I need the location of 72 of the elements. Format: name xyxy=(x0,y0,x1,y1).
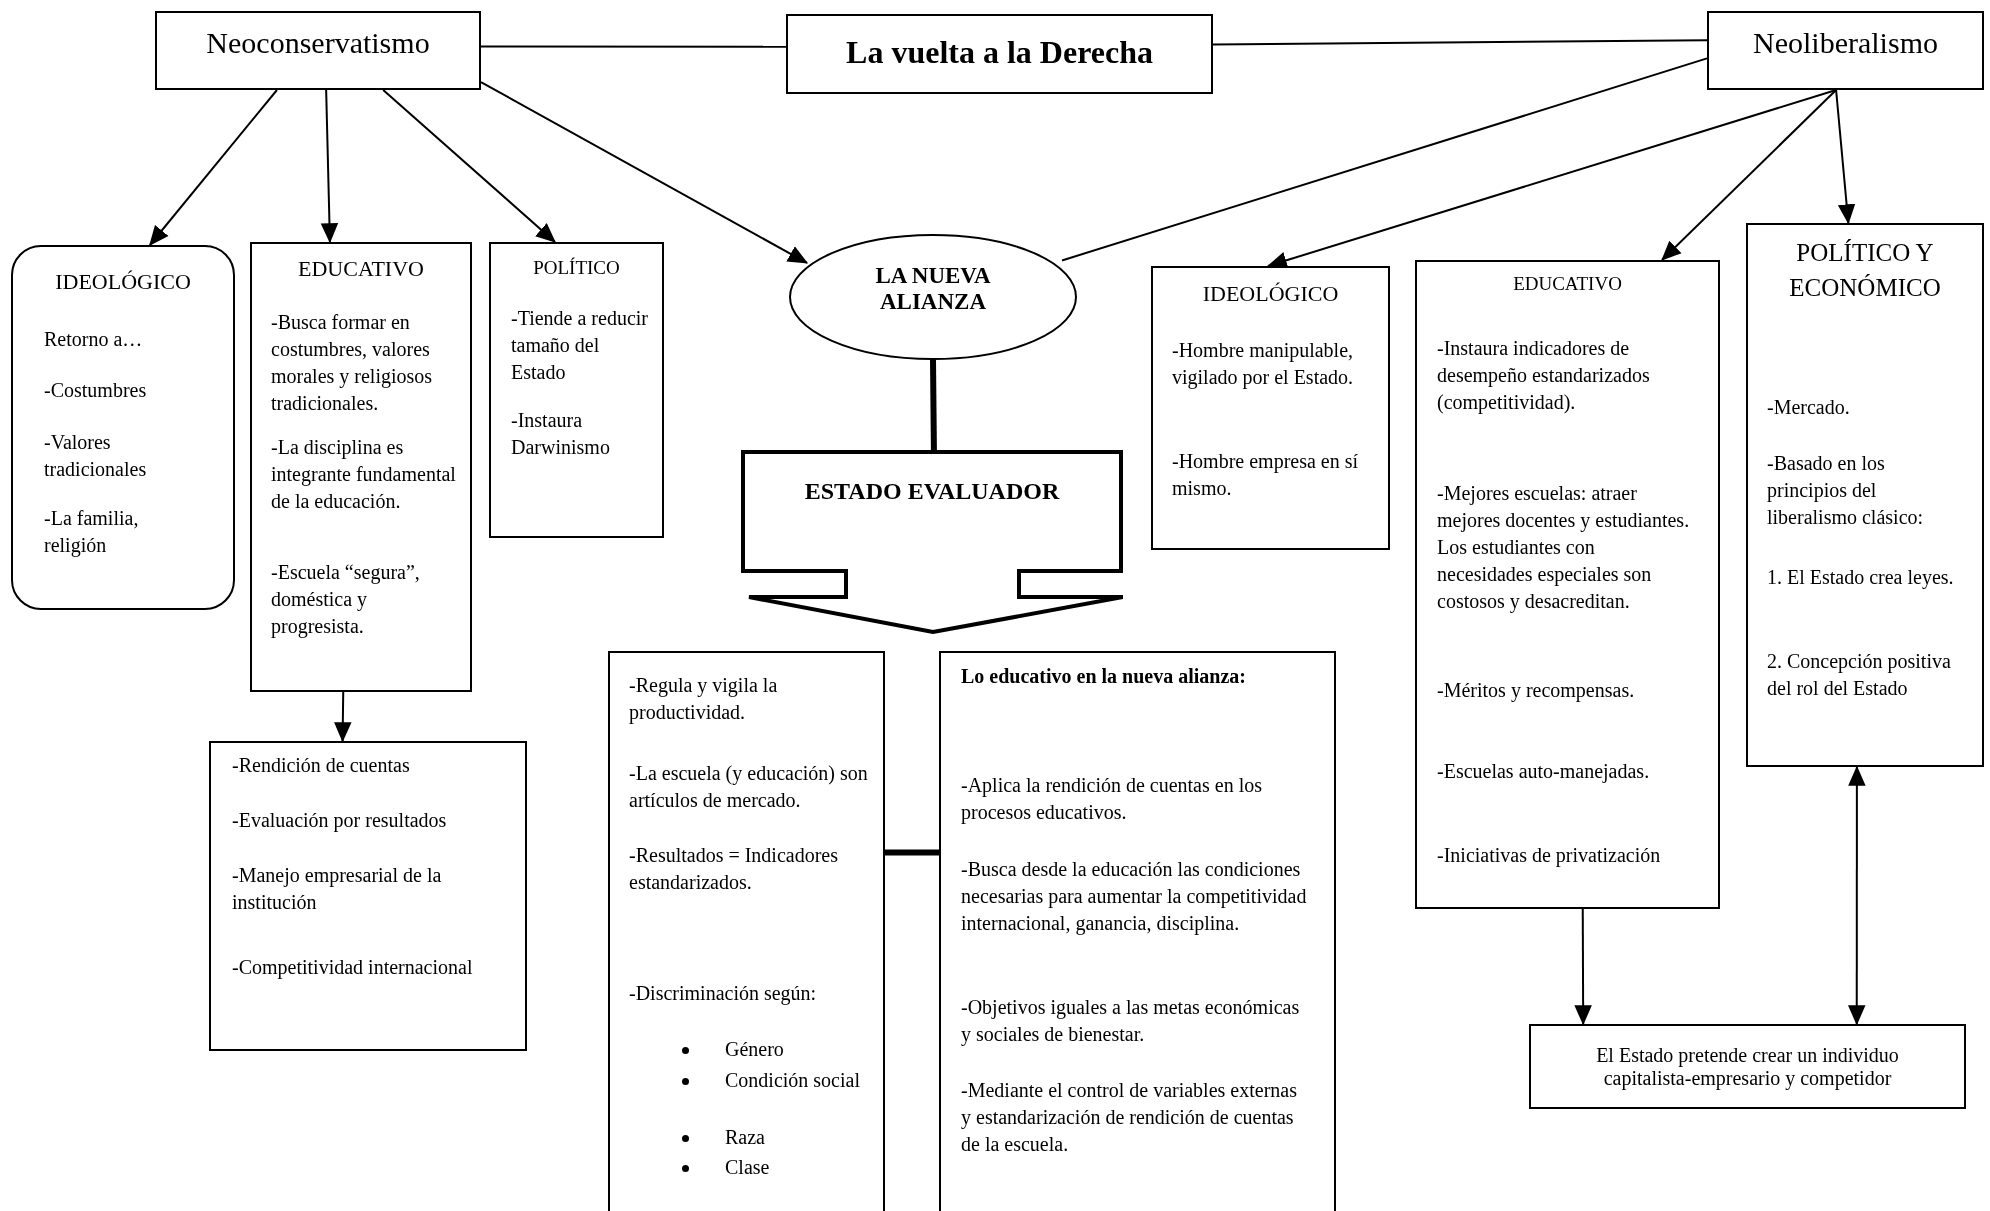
connector-arrow xyxy=(1848,765,1866,1026)
category-box xyxy=(250,242,472,692)
category-box xyxy=(11,245,235,610)
item-text: -Competitividad internacional xyxy=(232,955,474,981)
bullet-item-text: Género xyxy=(725,1037,785,1062)
state-arrow-shape: ESTADO EVALUADOR xyxy=(741,450,1123,634)
connector-line xyxy=(480,45,787,48)
item-text: -Discriminación según: xyxy=(629,981,818,1007)
title-box: La vuelta a la Derecha xyxy=(786,14,1213,94)
category-box xyxy=(1746,223,1984,767)
category-box xyxy=(1415,260,1720,909)
item-text: -Aplica la rendición de cuentas en los procesos educativos. xyxy=(961,773,1263,826)
item-text: -Resultados = Indicadores estandarizados. xyxy=(629,843,839,895)
heading: IDEOLÓGICO xyxy=(1201,280,1340,308)
item-text: -La escuela (y educación) son artículos de mercado. xyxy=(629,761,869,813)
item-text: -Regula y vigila la productividad. xyxy=(629,673,779,726)
item-text: -Mediante el control de variables externas y estandarización de rendición de cuentas de la escuela. xyxy=(961,1078,1298,1157)
connector-arrow xyxy=(320,89,339,244)
list-box xyxy=(608,651,885,1211)
list-box xyxy=(209,741,527,1051)
item-text: -Valores tradicionales xyxy=(44,430,148,482)
connector-arrow xyxy=(1661,89,1838,261)
connector-line xyxy=(1212,39,1708,46)
item-text: -Mejores escuelas: atraer mejores docentes y estudiantes. Los estudiantes con necesidades especiales son costosos y desacreditan. xyxy=(1437,481,1691,615)
topic-box: Neoconservatismo xyxy=(155,11,481,90)
item-text: -Instaura indicadores de desempeño estandarizados (competitividad). xyxy=(1437,336,1651,416)
connector-arrow xyxy=(480,81,809,264)
item-text: -Costumbres xyxy=(44,378,148,403)
bullet-item-text: Clase xyxy=(725,1155,771,1180)
connector-line xyxy=(885,849,939,856)
item-text: -Tiende a reducir tamaño del Estado xyxy=(511,306,648,385)
heading: EDUCATIVO xyxy=(297,255,425,283)
item-text: Retorno a… xyxy=(44,327,144,352)
bullet-item-text: Raza xyxy=(725,1125,766,1150)
item-text: -Evaluación por resultados xyxy=(232,808,448,834)
connector-arrow xyxy=(334,691,352,743)
item-text: -La familia, religión xyxy=(44,506,140,559)
item-text: 1. El Estado crea leyes. xyxy=(1767,565,1955,591)
item-text: -Escuela “segura”, doméstica y progresista. xyxy=(271,560,421,640)
item-text: -Rendición de cuentas xyxy=(232,753,411,778)
heading: EDUCATIVO xyxy=(1512,272,1623,296)
item-text: -Iniciativas de privatización xyxy=(1437,843,1662,869)
item-text: -Basado en los principios del liberalismo clásico: xyxy=(1767,451,1925,530)
item-text: -Objetivos iguales a las metas económicas y sociales de bienestar. xyxy=(961,995,1301,1048)
heading: Lo educativo en la nueva alianza: xyxy=(961,664,1247,689)
conclusion-box: El Estado pretende crear un individuo capitalista-empresario y competidor xyxy=(1529,1024,1966,1109)
item-text: -Instaura Darwinismo xyxy=(511,408,611,460)
heading: POLÍTICO Y ECONÓMICO xyxy=(1788,238,1942,303)
item-text: -Escuelas auto-manejadas. xyxy=(1437,759,1651,785)
category-box xyxy=(489,242,664,538)
connector-line xyxy=(1061,57,1708,262)
item-text: -Méritos y recompensas. xyxy=(1437,678,1636,704)
bullet-item-text: Condición social xyxy=(725,1068,861,1093)
item-text: -Manejo empresarial de la institución xyxy=(232,863,443,915)
connector-line xyxy=(930,359,937,451)
item-text: -La disciplina es integrante fundamental de la educación. xyxy=(271,435,457,514)
item-text: -Mercado. xyxy=(1767,395,1851,420)
item-text: -Hombre empresa en sí mismo. xyxy=(1172,449,1360,501)
heading: POLÍTICO xyxy=(532,256,621,280)
alliance-ellipse: LA NUEVA ALIANZA xyxy=(789,234,1077,360)
connector-arrow xyxy=(1835,89,1856,225)
connector-arrow xyxy=(382,89,556,243)
list-box xyxy=(939,651,1336,1211)
item-text: -Busca desde la educación las condiciones necesarias para aumentar la competitividad internacional, ganancia, disciplina. xyxy=(961,857,1308,937)
topic-box: Neoliberalismo xyxy=(1707,11,1984,90)
heading: IDEOLÓGICO xyxy=(54,268,192,296)
connector-arrow xyxy=(1574,908,1592,1026)
item-text: -Hombre manipulable, vigilado por el Estado. xyxy=(1172,338,1355,391)
item-text: -Busca formar en costumbres, valores morales y religiosos tradicionales. xyxy=(271,310,434,416)
connector-arrow xyxy=(148,89,278,246)
category-box xyxy=(1151,266,1390,550)
item-text: 2. Concepción positiva del rol del Estado xyxy=(1767,649,1952,701)
